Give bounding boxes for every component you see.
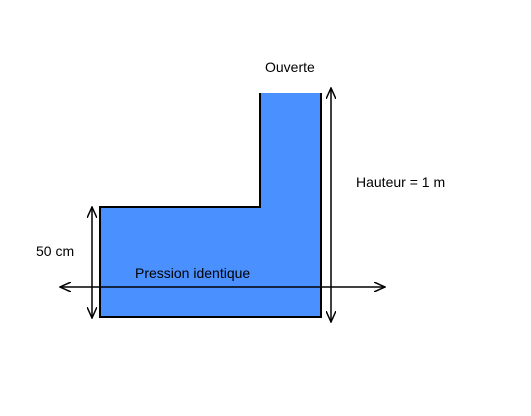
open-label: Ouverte [265,59,315,75]
height-label: Hauteur = 1 m [356,174,445,190]
water-fill [100,93,321,317]
pressure-label: Pression identique [135,265,250,281]
lower-height-label: 50 cm [36,243,74,259]
vessel-wall [99,93,322,318]
